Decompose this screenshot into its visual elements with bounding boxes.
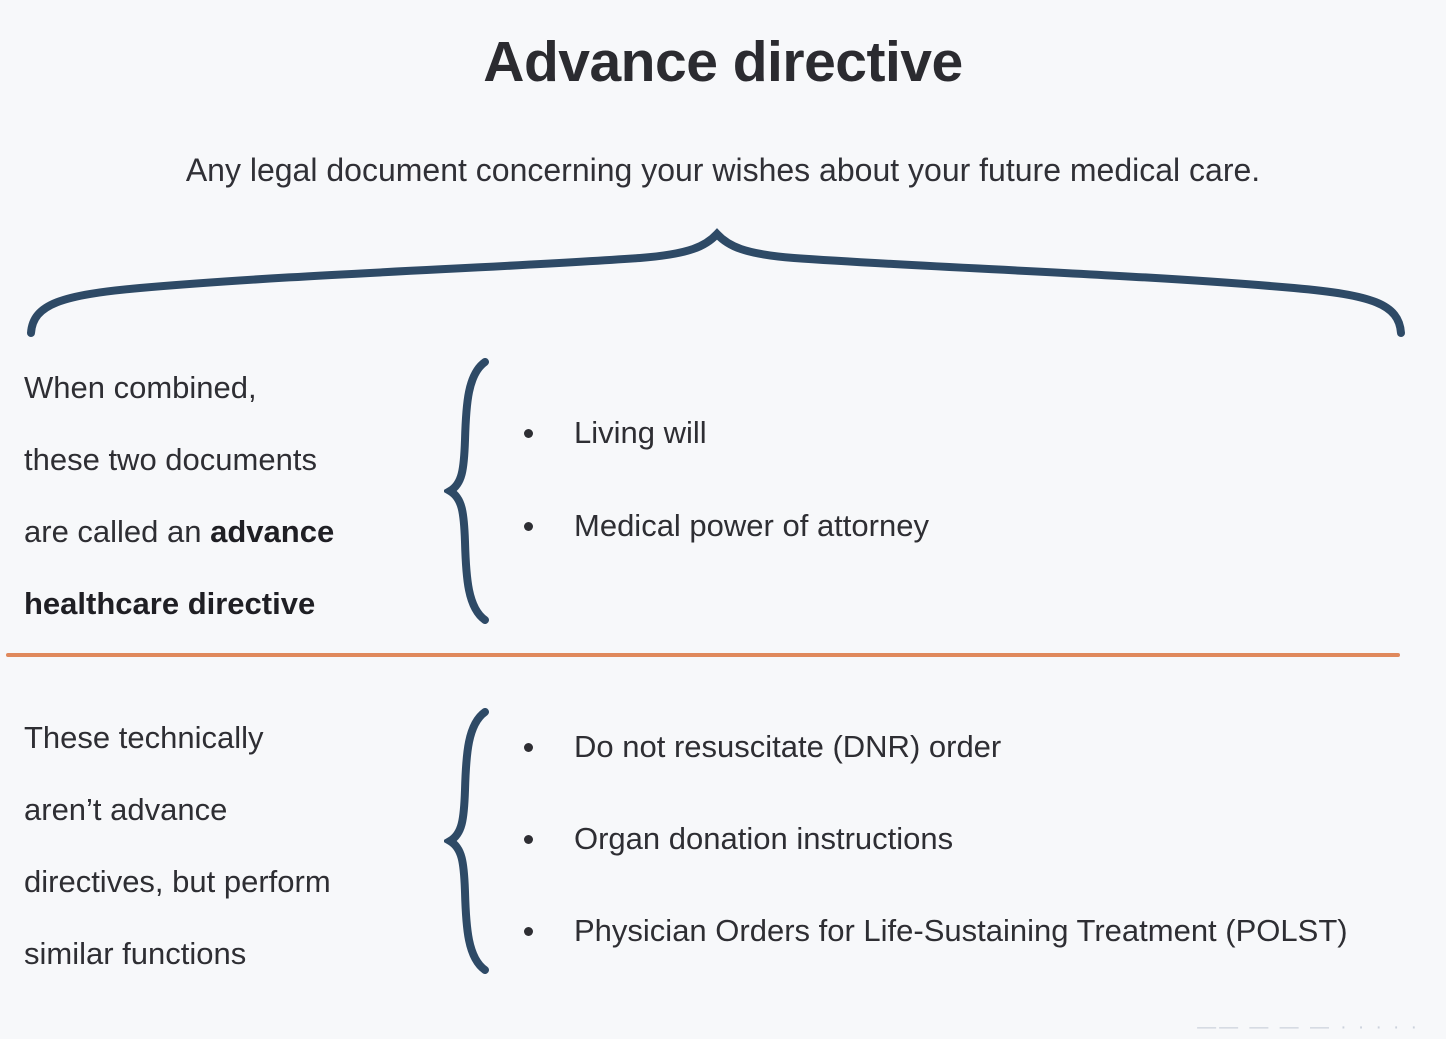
group-1-caption: When combined, these two documents are c… <box>24 352 436 640</box>
list-item-label: Organ donation instructions <box>574 821 954 856</box>
list-item: Physician Orders for Life-Sustaining Tre… <box>512 908 1442 954</box>
vertical-curly-brace-icon-group-1 <box>442 358 504 624</box>
clipped-corner-text: —— — — — · · · · · <box>1197 1017 1420 1038</box>
group-similar-functions: These technically aren’t advance directi… <box>0 702 1446 1026</box>
list-item: Do not resuscitate (DNR) order <box>512 724 1442 770</box>
group-1-caption-line-1: When combined, <box>24 370 257 405</box>
group-1-bullet-list: Living will Medical power of attorney <box>512 410 1442 596</box>
list-item: Living will <box>512 410 1442 456</box>
bullet-dot-icon <box>524 835 533 844</box>
group-1-caption-line-3: are called an advance <box>24 496 436 568</box>
group-1-caption-prefix: are called an <box>24 514 211 549</box>
list-item: Medical power of attorney <box>512 503 1442 549</box>
group-1-caption-line-2: these two documents <box>24 442 317 477</box>
list-item-label: Do not resuscitate (DNR) order <box>574 729 1002 764</box>
bullet-dot-icon <box>524 429 533 438</box>
group-2-caption-line-3: directives, but perform <box>24 864 331 899</box>
group-1-caption-line-4: healthcare directive <box>24 568 436 640</box>
group-2-caption-line-1: These technically <box>24 720 264 755</box>
group-2-caption-line-2: aren’t advance <box>24 792 228 827</box>
page-title: Advance directive <box>483 30 963 94</box>
list-item-label: Physician Orders for Life-Sustaining Tre… <box>574 913 1348 948</box>
bullet-dot-icon <box>524 743 533 752</box>
group-advance-healthcare-directive: When combined, these two documents are c… <box>0 352 1446 632</box>
group-2-bullet-list: Do not resuscitate (DNR) order Organ don… <box>512 724 1442 1000</box>
bullet-dot-icon <box>524 927 533 936</box>
vertical-curly-brace-icon-group-2 <box>442 708 504 974</box>
group-1-caption-bold-1: advance <box>210 514 335 549</box>
group-1-caption-bold-2: healthcare directive <box>24 586 316 621</box>
page-subtitle: Any legal document concerning your wishe… <box>185 152 1261 188</box>
list-item-label: Living will <box>574 415 707 450</box>
horizontal-curly-brace-icon <box>0 222 1446 352</box>
list-item: Organ donation instructions <box>512 816 1442 862</box>
section-divider <box>6 653 1400 657</box>
group-2-caption-line-4: similar functions <box>24 936 247 971</box>
list-item-label: Medical power of attorney <box>574 508 929 543</box>
bullet-dot-icon <box>524 522 533 531</box>
group-2-caption: These technically aren’t advance directi… <box>24 702 436 990</box>
